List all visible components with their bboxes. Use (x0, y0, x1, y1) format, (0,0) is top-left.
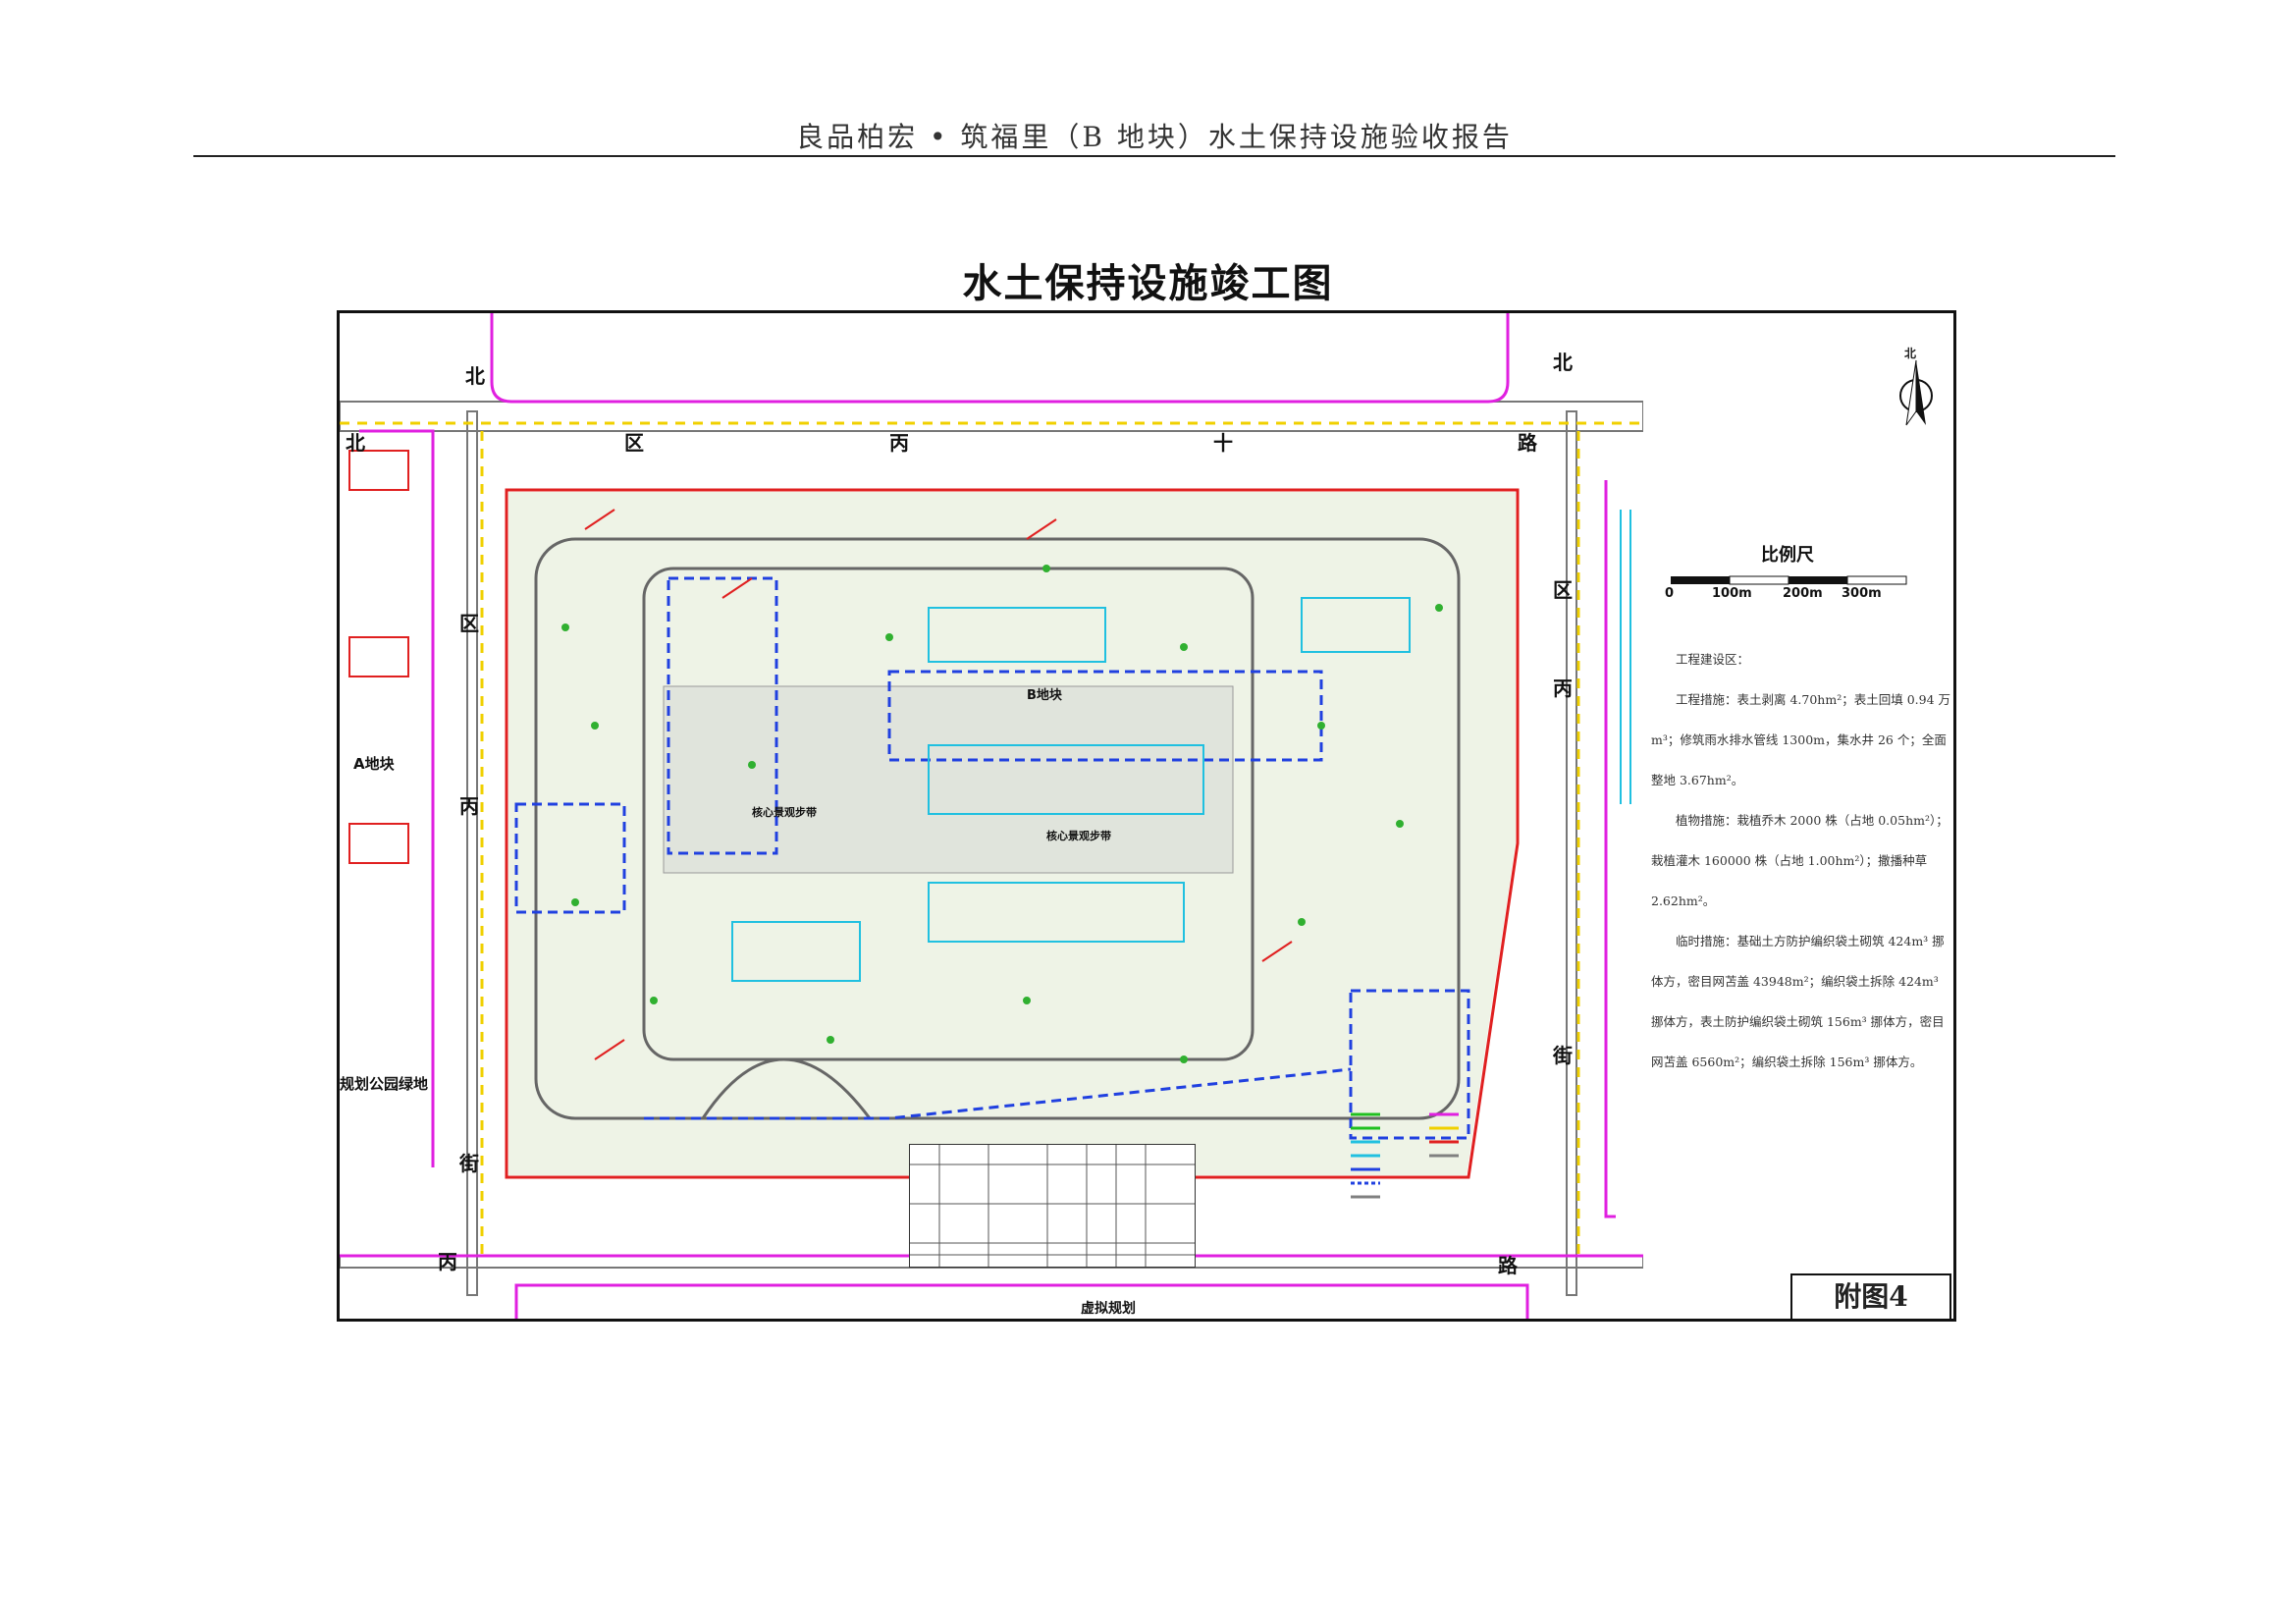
south-block-boundary (514, 1283, 1529, 1319)
road-label-north-5: 路 (1518, 431, 1537, 455)
road-label-east-3: 丙 (1553, 677, 1573, 700)
road-label-south-1: 丙 (438, 1250, 457, 1273)
map-legend (1351, 1105, 1498, 1232)
south-drain-line (644, 1067, 1352, 1120)
building-2 (928, 744, 1204, 815)
site-plan-map: 北 北 区 丙 十 路 区 丙 街 北 区 丙 街 丙 路 虚拟规划 A地块 B… (337, 310, 1956, 1322)
header-rule (193, 155, 2115, 157)
road-label-south-2: 路 (1498, 1254, 1518, 1277)
scale-tick-300: 300m (1842, 586, 1882, 601)
north-road-edge (340, 401, 1644, 432)
road-label-east-2: 区 (1553, 578, 1573, 602)
scale-tick-0: 0 (1665, 586, 1675, 601)
scale-bar (1671, 575, 1907, 585)
north-arrow-icon (1899, 359, 1933, 426)
road-label-north-left: 北 (346, 431, 365, 455)
inner-ring-road (642, 567, 1255, 1061)
road-label-east-4: 街 (1553, 1044, 1573, 1067)
building-3 (928, 882, 1185, 943)
project-red-line (505, 488, 1520, 1179)
map-legend-swatches (1351, 1112, 1459, 1199)
building-5 (1301, 597, 1411, 653)
road-label-west-3: 街 (459, 1152, 479, 1175)
compass-label: 北 (1904, 347, 1917, 360)
scale-bar-title: 比例尺 (1761, 545, 1814, 566)
west-road-edge (466, 410, 478, 1296)
side-panel: 北 比例尺 0 100m 200m 300m 工程建设区： 工程措施：表土剥离 … (1643, 313, 1953, 1319)
zone-label-core-walk-2: 核心景观步带 (1046, 830, 1111, 842)
road-label-west-1: 区 (459, 612, 479, 635)
building-1 (928, 607, 1106, 663)
drain-zone-2 (887, 670, 1323, 762)
core-landscape-walk (663, 685, 1234, 874)
east-road-edge (1566, 410, 1577, 1296)
east-block-boundary (1604, 480, 1616, 1218)
road-label-north-3: 丙 (889, 431, 909, 455)
measures-table (909, 1144, 1196, 1268)
road-label-north-1: 北 (465, 364, 485, 388)
road-label-south-planned: 虚拟规划 (1081, 1301, 1136, 1317)
notes-engineering: 工程措施：表土剥离 4.70hm²；表土回填 0.94 万 m³；修筑雨水排水管… (1651, 692, 1950, 787)
notes-temporary: 临时措施：基础土方防护编织袋土砌筑 424m³ 挪体方，密目网苫盖 43948m… (1651, 934, 1945, 1069)
construction-notes: 工程建设区： 工程措施：表土剥离 4.70hm²；表土回填 0.94 万 m³；… (1651, 639, 1951, 1082)
building-4 (731, 921, 861, 982)
measures-table-grid (910, 1145, 1195, 1267)
road-label-north-2: 区 (624, 431, 644, 455)
zone-label-park: 规划公园绿地 (340, 1075, 429, 1093)
drain-zone-3 (514, 802, 626, 914)
zone-label-a-block: A地块 (353, 755, 395, 773)
road-label-west-2: 丙 (459, 794, 479, 818)
zone-label-core-walk-1: 核心景观步带 (752, 806, 817, 819)
appendix-label: 附图4 (1790, 1273, 1951, 1319)
scale-tick-100: 100m (1712, 586, 1752, 601)
site-plan-drawing (340, 313, 1644, 1319)
notes-heading: 工程建设区： (1676, 652, 1750, 667)
road-label-north-4: 十 (1213, 431, 1233, 455)
south-plaza-arc (701, 1057, 872, 1119)
page-header: 良品柏宏 • 筑福里（B 地块）水土保持设施验收报告 (796, 121, 1513, 153)
a-block-boundary (359, 429, 435, 1167)
zone-label-b-block: B地块 (1027, 688, 1062, 703)
notes-vegetation: 植物措施：栽植乔木 2000 株（占地 0.05hm²）；栽植灌木 160000… (1651, 813, 1949, 908)
figure-title: 水土保持设施竣工图 (962, 260, 1334, 306)
internal-ring-road (534, 537, 1461, 1120)
scale-tick-200: 200m (1783, 586, 1823, 601)
road-label-east-1: 北 (1553, 351, 1573, 374)
north-block-boundary (490, 313, 1510, 404)
drain-zone-4 (1349, 989, 1470, 1140)
drain-zone-1 (667, 576, 778, 855)
